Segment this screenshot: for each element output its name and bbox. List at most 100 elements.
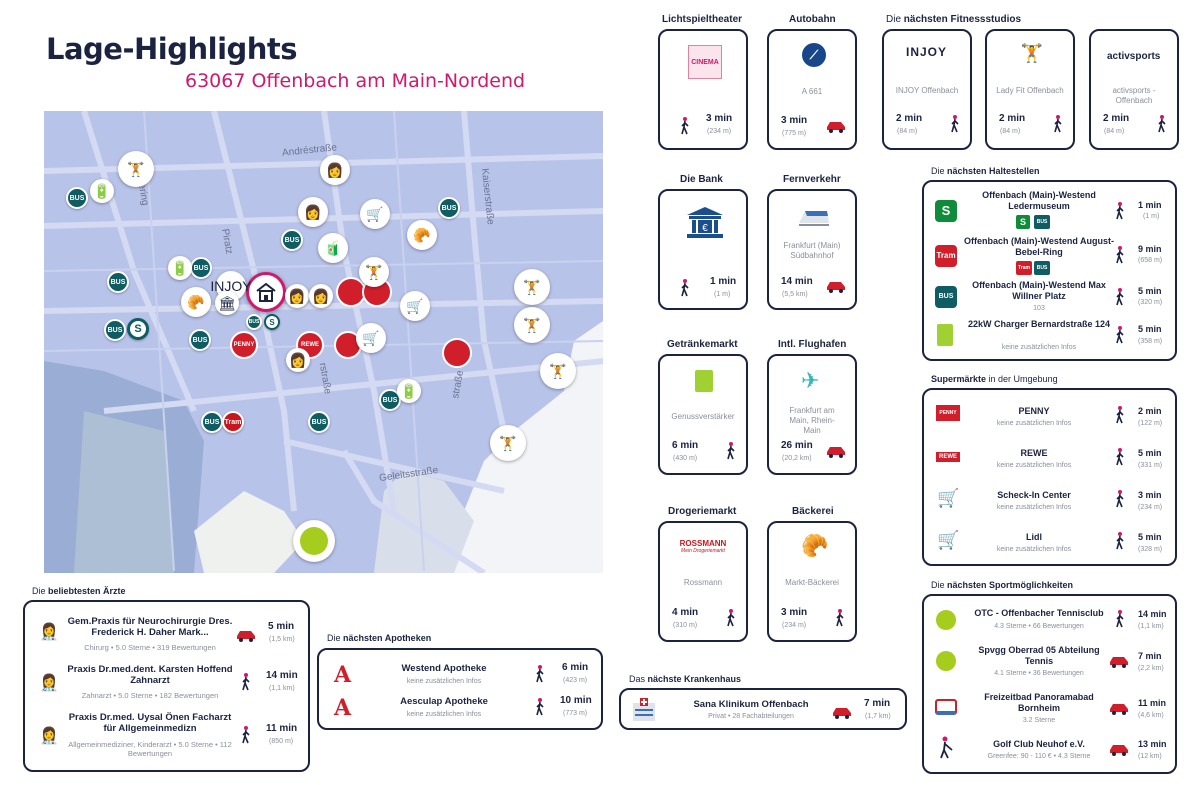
- swimming-icon: [935, 699, 957, 715]
- bus-stop-marker[interactable]: BUS: [66, 187, 88, 209]
- home-marker[interactable]: [246, 272, 286, 312]
- s-bahn-marker[interactable]: S: [264, 314, 280, 330]
- walking-icon: [1116, 610, 1124, 628]
- card-drogeriemarkt[interactable]: ROSSMANN Mein Drogeriemarkt Rossmann 4 m…: [658, 521, 748, 642]
- bus-stop-marker[interactable]: BUS: [438, 197, 460, 219]
- bus-badge: BUS: [1034, 261, 1050, 275]
- walking-icon: [1116, 326, 1124, 344]
- card-bank[interactable]: € 1 min (1 m): [658, 189, 748, 310]
- map[interactable]: Andréstraße Kaiserstraße Geleitsstraße s…: [44, 111, 603, 573]
- market-name: REWE: [1020, 448, 1048, 458]
- walking-icon: [536, 698, 544, 716]
- card-cinema[interactable]: CINEMA 3 min (234 m): [658, 29, 748, 150]
- car-icon: [1110, 745, 1128, 756]
- doctor-marker[interactable]: 👩: [285, 284, 309, 308]
- market-name: Lidl: [1026, 532, 1042, 542]
- doctor-sub: Chirurg • 5.0 Sterne • 319 Bewertungen: [84, 643, 216, 652]
- bakery-marker[interactable]: 🥐: [181, 287, 211, 317]
- cart-icon: 🛒: [937, 488, 960, 508]
- distance: (122 m): [1138, 420, 1163, 427]
- tram-marker[interactable]: Tram: [222, 411, 244, 433]
- fitness-marker[interactable]: 🏋: [490, 425, 526, 461]
- stop-sub: 103: [1033, 305, 1045, 312]
- sport-name: Golf Club Neuhof e.V.: [993, 739, 1085, 749]
- walking-icon: [681, 117, 689, 135]
- card-autobahn[interactable]: ⟋ A 661 3 min (775 m): [767, 29, 857, 150]
- card-getraenkemarkt[interactable]: Genussverstärker 6 min (430 m): [658, 354, 748, 475]
- car-icon: [827, 447, 845, 458]
- walking-icon: [1116, 532, 1124, 550]
- s-bahn-marker[interactable]: S: [127, 318, 149, 340]
- travel-time: 11 min: [1138, 698, 1167, 708]
- doctor-marker[interactable]: 👩: [298, 197, 328, 227]
- charger-marker[interactable]: 🔋: [90, 179, 114, 203]
- place-name: Frankfurt (Main) Südbahnhof: [783, 241, 841, 260]
- pharmacy-icon: A: [334, 695, 352, 721]
- bus-stop-marker[interactable]: BUS: [107, 271, 129, 293]
- fitness-marker[interactable]: 🏋: [514, 269, 550, 305]
- doctor-name: Gem.Praxis für Neurochirurgie Dres. Fred…: [67, 616, 233, 638]
- charger-marker[interactable]: 🔋: [168, 256, 192, 280]
- bus-stop-marker[interactable]: BUS: [190, 257, 212, 279]
- card-fitness-ladyfit[interactable]: 🏋 Lady Fit Offenbach 2 min (84 m): [985, 29, 1075, 150]
- bus-stop-marker[interactable]: BUS: [379, 389, 401, 411]
- bus-stop-marker[interactable]: BUS: [189, 329, 211, 351]
- pharmacy-marker[interactable]: [442, 338, 472, 368]
- card-fitness-injoy[interactable]: INJOY INJOY Offenbach 2 min (84 m): [882, 29, 972, 150]
- home-icon: [256, 282, 276, 302]
- svg-text:€: €: [702, 223, 708, 234]
- fitness-marker[interactable]: 🏋: [540, 353, 576, 389]
- travel-time: 11 min: [266, 723, 298, 734]
- supermarket-marker[interactable]: 🛒: [360, 199, 390, 229]
- fitness-marker[interactable]: 🏋: [359, 257, 389, 287]
- pharmacy-marker[interactable]: [336, 277, 366, 307]
- travel-time: 1 min: [710, 276, 737, 287]
- card-fitness-activsports[interactable]: activsports activsports - Offenbach 2 mi…: [1089, 29, 1179, 150]
- supermarket-marker[interactable]: 🛒: [356, 323, 386, 353]
- supermarket-marker[interactable]: 🛒: [400, 291, 430, 321]
- drinks-marker[interactable]: 🧃: [318, 233, 348, 263]
- doctor-marker[interactable]: 👩: [320, 155, 350, 185]
- distance: (328 m): [1138, 546, 1163, 553]
- distance: (234 m): [782, 622, 807, 629]
- bus-stop-marker[interactable]: BUS: [281, 229, 303, 251]
- rewe-logo-icon: REWE: [936, 452, 960, 462]
- travel-time: 26 min: [781, 440, 813, 451]
- bus-stop-marker[interactable]: BUS: [201, 411, 223, 433]
- bus-stop-marker[interactable]: BUS: [104, 319, 126, 341]
- car-icon: [833, 708, 851, 719]
- fitness-marker[interactable]: 🏋: [514, 307, 550, 343]
- car-icon: [827, 282, 845, 293]
- bus-stop-marker[interactable]: BUS: [308, 411, 330, 433]
- market-name: Scheck-In Center: [997, 490, 1071, 500]
- place-name: Genussverstärker: [671, 412, 735, 421]
- section-title-doctors: Die beliebtesten Ärzte: [32, 586, 126, 596]
- cinema-icon: CINEMA: [688, 45, 722, 79]
- distance: (331 m): [1138, 462, 1163, 469]
- rossmann-slogan: Mein Drogeriemarkt: [681, 548, 725, 554]
- bakery-marker[interactable]: 🥐: [407, 220, 437, 250]
- distance: (234 m): [707, 128, 732, 135]
- hospital-card[interactable]: Sana Klinikum Offenbach Privat • 28 Fach…: [619, 688, 907, 730]
- distance: (1,7 km): [865, 713, 891, 720]
- distance: (12 km): [1138, 753, 1162, 760]
- tennis-marker[interactable]: [293, 520, 335, 562]
- stop-name: Offenbach (Main)-Westend Max Willner Pla…: [972, 280, 1106, 301]
- hospital-name: Sana Klinikum Offenbach: [693, 699, 809, 710]
- penny-marker[interactable]: PENNY: [230, 331, 258, 359]
- doctor-marker[interactable]: 👩: [309, 284, 333, 308]
- card-flughafen[interactable]: ✈ Frankfurt am Main, Rhein-Main 26 min (…: [767, 354, 857, 475]
- charger-marker[interactable]: 🔋: [397, 379, 421, 403]
- doctor-marker[interactable]: 👩: [286, 348, 310, 372]
- place-name: Frankfurt am Main, Rhein-Main: [789, 406, 835, 435]
- travel-time: 14 min: [781, 276, 813, 287]
- place-name: INJOY Offenbach: [895, 86, 959, 95]
- bank-marker[interactable]: 🏛: [215, 291, 239, 315]
- fitness-marker[interactable]: 🏋: [118, 151, 154, 187]
- walking-icon: [242, 673, 250, 691]
- card-fernverkehr[interactable]: Frankfurt (Main) Südbahnhof 14 min (5,5 …: [767, 189, 857, 310]
- card-baeckerei[interactable]: 🥐 Markt-Bäckerei 3 min (234 m): [767, 521, 857, 642]
- section-title-autobahn: Autobahn: [789, 14, 836, 25]
- rossmann-icon: ROSSMANN: [679, 539, 727, 548]
- bus-stop-marker[interactable]: BUS: [246, 314, 262, 330]
